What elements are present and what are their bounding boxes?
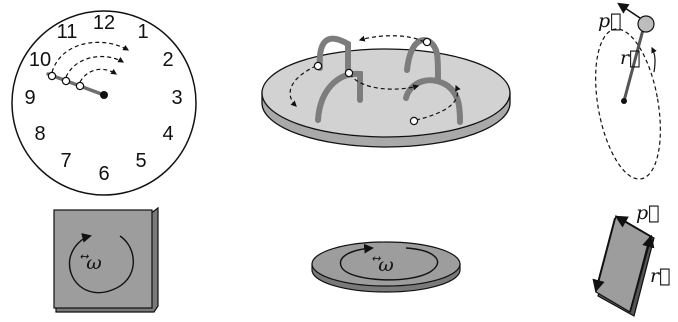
platform-orbit-arrow-left [289, 65, 317, 107]
label-p-bottom: p⃗ [636, 202, 660, 224]
platform-orbit-arrow-center [349, 73, 420, 91]
disc-rotation-arrow [339, 243, 439, 281]
clock-hand-point-outer [47, 71, 57, 81]
omega-label-disc: ⃡ω [372, 254, 394, 276]
clock-face [11, 10, 197, 196]
rod-front-left [315, 70, 363, 123]
clock-numeral-5: 5 [135, 150, 146, 172]
parallelogram-figure: p⃗ r⃗ [592, 202, 670, 317]
clock-numeral-6: 6 [98, 163, 109, 185]
square-plate-rotation-arrow [68, 233, 134, 294]
label-p-top: p⃗ [598, 10, 622, 32]
disc-figure: ⃡ω [311, 241, 461, 293]
label-r-bottom: r⃗ [650, 265, 670, 287]
parallelogram-vector-r [629, 234, 655, 313]
label-r-top: r⃗ [620, 47, 640, 69]
clock-numeral-10: 10 [29, 49, 51, 71]
position-vector-r [622, 25, 646, 102]
clock-numeral-4: 4 [162, 123, 173, 145]
clock-hand-point-inner [75, 81, 85, 91]
orbit-particle-figure: p⃗ r⃗ [595, 2, 661, 180]
clock-numeral-8: 8 [34, 123, 45, 145]
pivot-dot [621, 98, 627, 104]
particle [637, 15, 655, 33]
clock-hand [46, 72, 106, 97]
rod-marker-front [409, 116, 419, 126]
clock-numerals: 12 1 2 3 4 5 6 7 8 9 10 11 [24, 12, 182, 185]
platform-orbit-arrow-right [415, 84, 461, 121]
rod-marker-back-right [422, 37, 432, 47]
clock-figure: 12 1 2 3 4 5 6 7 8 9 10 11 [11, 10, 197, 196]
rod-marker-back-left [313, 61, 323, 71]
clock-rotation-arc-outer [51, 41, 130, 73]
rotating-platform-figure [261, 35, 511, 148]
clock-rotation-arc-inner [79, 68, 117, 83]
platform-top-surface [261, 48, 511, 138]
clock-numeral-1: 1 [137, 21, 148, 43]
momentum-vector-p [617, 2, 641, 19]
parallelogram-vector-p [614, 215, 651, 237]
clock-numeral-9: 9 [24, 87, 35, 109]
clock-hub [100, 91, 108, 99]
rod-back-left [316, 35, 351, 75]
square-plate-figure: ⃡ω [53, 206, 159, 313]
omega-label-square: ⃡ω [80, 252, 102, 274]
particle-orbit-path [595, 28, 661, 180]
clock-numeral-2: 2 [162, 49, 173, 71]
parallelogram-vector-side [592, 217, 616, 293]
clock-numeral-11: 11 [57, 21, 78, 43]
square-plate-face [53, 209, 153, 309]
clock-hand-point-middle [61, 76, 71, 86]
clock-numeral-7: 7 [60, 150, 71, 172]
particle-orbit-arrow [651, 46, 657, 73]
clock-numeral-12: 12 [93, 12, 115, 34]
clock-numeral-3: 3 [171, 87, 182, 109]
rod-marker-center [344, 68, 354, 78]
platform-orbit-arrow-top [358, 35, 425, 43]
